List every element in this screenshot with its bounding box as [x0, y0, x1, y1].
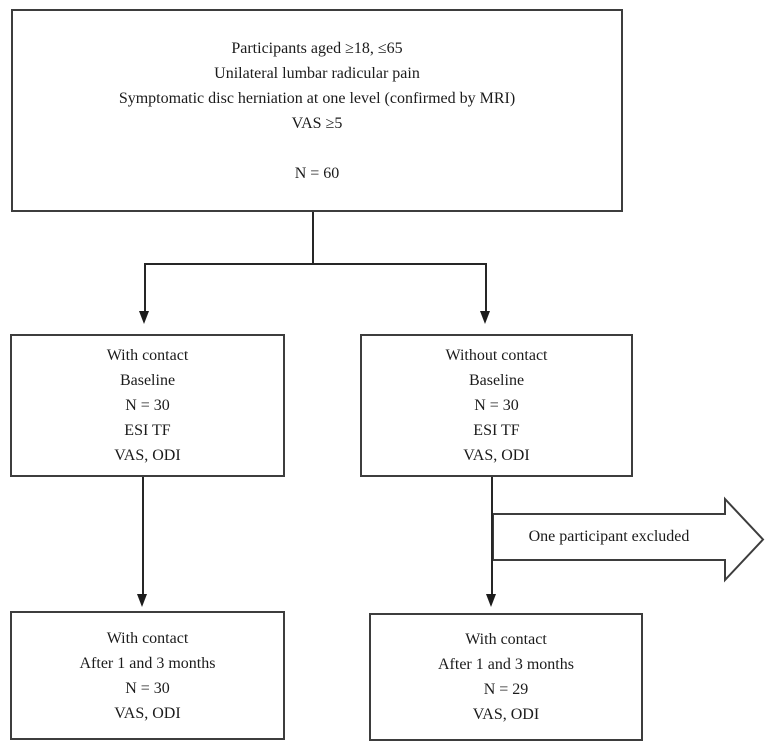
- box-text-line: After 1 and 3 months: [438, 656, 574, 673]
- exclusion-block-arrow-icon: [493, 496, 765, 583]
- branch-right-line: [485, 263, 487, 312]
- box-text-line: N = 30: [125, 679, 170, 697]
- box-text-line: Without contact: [445, 347, 548, 364]
- box-text-line: ESI TF: [124, 422, 171, 439]
- box-text-line: VAS, ODI: [472, 706, 540, 723]
- left-drop-line: [142, 477, 144, 595]
- box-text-line: N = 30: [125, 397, 170, 414]
- box-text-line: With contact: [106, 347, 189, 364]
- right-drop-line: [491, 477, 493, 595]
- box-text-line: Symptomatic disc herniation at one level…: [118, 89, 516, 107]
- down-arrowhead-icon: [139, 311, 149, 324]
- down-arrowhead-icon: [486, 594, 496, 607]
- box-text-line: VAS ≥5: [291, 114, 343, 132]
- box-text-line: With contact: [106, 629, 189, 647]
- stem-connector-line: [312, 212, 314, 265]
- box-text-line: ESI TF: [473, 422, 520, 439]
- box-text-line: Baseline: [468, 372, 525, 389]
- box-text-line: Unilateral lumbar radicular pain: [214, 64, 420, 82]
- box-text-line: VAS, ODI: [114, 704, 181, 722]
- down-arrowhead-icon: [480, 311, 490, 324]
- branch-left-line: [144, 263, 146, 312]
- box-text-line: After 1 and 3 months: [79, 654, 216, 672]
- down-arrowhead-icon: [137, 594, 147, 607]
- exclusion-label: One participant excluded: [528, 528, 690, 545]
- box-text-line: VAS, ODI: [114, 447, 181, 464]
- box-text-line: With contact: [465, 631, 547, 648]
- box-text-line: Participants aged ≥18, ≤65: [231, 39, 403, 57]
- branch-horizontal-line: [144, 263, 487, 265]
- box-text-line: N = 60: [294, 164, 340, 182]
- box-text-line: N = 30: [474, 397, 519, 414]
- box-text-line: Baseline: [119, 372, 176, 389]
- box-text-line: N = 29: [483, 681, 529, 698]
- box-text-line: VAS, ODI: [463, 447, 530, 464]
